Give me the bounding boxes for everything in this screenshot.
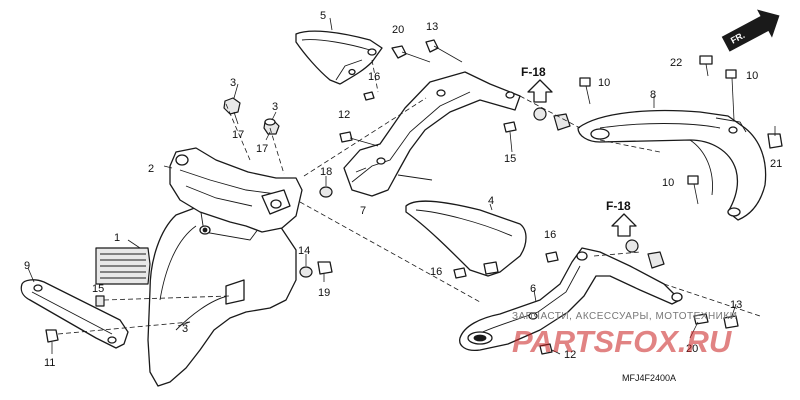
callout-8: 8 bbox=[650, 89, 656, 101]
f18-ref-label: F-18 bbox=[606, 199, 631, 213]
callout-22: 22 bbox=[670, 57, 682, 69]
callout-10: 10 bbox=[598, 77, 610, 89]
callout-4: 4 bbox=[488, 195, 494, 207]
callout-19: 19 bbox=[318, 287, 330, 299]
callout-13: 13 bbox=[730, 299, 742, 311]
callout-9: 9 bbox=[24, 260, 30, 272]
callout-6: 6 bbox=[530, 283, 536, 295]
callout-3: 3 bbox=[230, 77, 236, 89]
reflector bbox=[95, 247, 151, 285]
callout-21: 21 bbox=[770, 158, 782, 170]
callout-10: 10 bbox=[662, 177, 674, 189]
callout-18: 18 bbox=[320, 166, 332, 178]
callout-20: 20 bbox=[686, 343, 698, 355]
f18-reference-top: F-18 bbox=[521, 65, 553, 103]
callout-12: 12 bbox=[338, 109, 350, 121]
f18-reference-bottom: F-18 bbox=[606, 199, 637, 237]
callout-10: 10 bbox=[746, 70, 758, 82]
part-6-bracket bbox=[459, 247, 683, 352]
watermark-tagline: ЗАПЧАСТИ, АКСЕССУАРЫ, МОТОТЕХНИКИ bbox=[512, 311, 737, 322]
part-1-rear-fender bbox=[147, 205, 297, 387]
watermark-logo: PARTSFOX.RU bbox=[512, 324, 733, 359]
part-8-side-cover bbox=[577, 109, 767, 221]
callout-17: 17 bbox=[232, 129, 244, 141]
callout-15: 15 bbox=[92, 283, 104, 295]
callout-2: 2 bbox=[148, 163, 154, 175]
diagram-code: MFJ4F2400A bbox=[622, 373, 676, 383]
callout-5: 5 bbox=[320, 10, 326, 22]
partsfox-watermark: ЗАПЧАСТИ, АКСЕССУАРЫ, МОТОТЕХНИКИ PARTSF… bbox=[512, 311, 737, 359]
callout-16: 16 bbox=[544, 229, 556, 241]
front-direction-arrow: FR. bbox=[721, 9, 780, 52]
callout-13: 13 bbox=[426, 21, 438, 33]
callout-1: 1 bbox=[114, 232, 120, 244]
part-5-top-cover bbox=[295, 30, 383, 85]
callout-3: 3 bbox=[272, 101, 278, 113]
fasteners bbox=[45, 39, 783, 355]
callout-16: 16 bbox=[430, 266, 442, 278]
callout-12: 12 bbox=[564, 349, 576, 361]
callout-17: 17 bbox=[256, 143, 268, 155]
callout-16: 16 bbox=[368, 71, 380, 83]
part-2-inner-fender bbox=[169, 147, 303, 233]
callout-15: 15 bbox=[504, 153, 516, 165]
part-7-bracket bbox=[343, 71, 521, 197]
part-4-plate bbox=[405, 200, 527, 277]
part-9-plate-stay bbox=[20, 279, 129, 349]
f18-ref-label: F-18 bbox=[521, 65, 546, 79]
callout-11: 11 bbox=[44, 357, 55, 369]
callout-7: 7 bbox=[360, 205, 366, 217]
callout-labels: 1 2 3 3 3 4 5 6 7 8 9 10 10 10 11 12 12 … bbox=[24, 10, 782, 369]
callout-3: 3 bbox=[182, 323, 188, 335]
callout-14: 14 bbox=[298, 245, 310, 257]
leader-lines bbox=[27, 17, 776, 355]
callout-20: 20 bbox=[392, 24, 404, 36]
